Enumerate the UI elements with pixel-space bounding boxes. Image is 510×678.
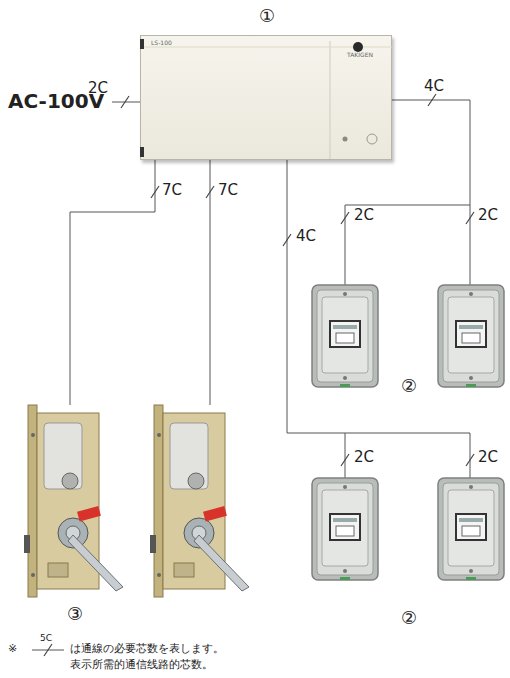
core-count-slash bbox=[341, 212, 349, 224]
core-count-slash bbox=[466, 454, 474, 466]
wire bbox=[70, 160, 155, 405]
core-count-slash bbox=[151, 186, 159, 198]
wire bbox=[112, 102, 140, 103]
core-count: 2C bbox=[478, 449, 498, 466]
electric-lock bbox=[24, 405, 123, 597]
unit-marking: LS-100 bbox=[151, 40, 172, 47]
footnote: は通線の必要芯数を表します。 bbox=[70, 643, 224, 655]
unit-marking: TAKIGEN bbox=[347, 52, 373, 59]
electric-lock bbox=[150, 405, 249, 597]
core-count: 7C bbox=[162, 182, 182, 199]
core-count-slash bbox=[466, 212, 474, 224]
card-reader bbox=[312, 285, 378, 387]
core-count-slash bbox=[341, 454, 349, 466]
footnote: 表示所需的通信线路的芯数。 bbox=[70, 659, 213, 671]
wire bbox=[345, 205, 470, 285]
core-count-slash bbox=[206, 186, 214, 198]
callout-number: ① bbox=[259, 6, 275, 26]
core-count: 5C bbox=[40, 634, 52, 644]
core-count: 4C bbox=[296, 228, 316, 245]
wire bbox=[210, 160, 211, 405]
core-count-slash bbox=[121, 96, 129, 108]
core-count: 2C bbox=[88, 80, 108, 97]
core-count: 2C bbox=[354, 207, 374, 224]
core-count-slash bbox=[428, 94, 436, 106]
core-count-slash bbox=[283, 234, 291, 246]
card-reader bbox=[312, 478, 378, 580]
core-count: 7C bbox=[218, 182, 238, 199]
core-count: 4C bbox=[424, 78, 444, 95]
core-count: 2C bbox=[354, 449, 374, 466]
callout-number: ② bbox=[401, 608, 417, 628]
core-count-slash bbox=[44, 644, 52, 656]
callout-number: ② bbox=[401, 376, 417, 396]
card-reader bbox=[438, 478, 504, 580]
wire bbox=[392, 100, 470, 285]
wire bbox=[345, 433, 346, 478]
control-unit: ①LS-100TAKIGEN bbox=[140, 35, 392, 160]
core-count: 2C bbox=[478, 207, 498, 224]
note-mark: ※ bbox=[8, 643, 17, 655]
card-reader bbox=[438, 285, 504, 387]
callout-number: ③ bbox=[67, 604, 83, 624]
